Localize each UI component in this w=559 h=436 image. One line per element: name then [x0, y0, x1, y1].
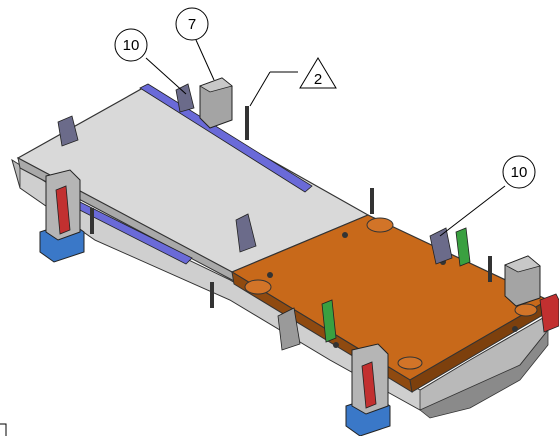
brackets: [57, 83, 453, 351]
hole: [366, 217, 394, 233]
pins: [90, 106, 492, 308]
callout-label: 10: [123, 37, 140, 54]
grey-blocks: [199, 77, 541, 307]
callout-7: 7: [175, 7, 215, 81]
callout-label: 10: [511, 164, 528, 181]
hole: [514, 303, 538, 317]
callout-label: 2: [314, 71, 322, 88]
callout-10-top: 10: [114, 28, 187, 95]
callout-label: 7: [188, 16, 196, 33]
callout-10-right: 10: [439, 155, 536, 237]
hole: [397, 356, 423, 370]
green-parts: [321, 227, 471, 343]
callout-2: 2: [249, 57, 337, 107]
corner-mark: [0, 423, 7, 436]
hole: [244, 279, 272, 295]
legs: [39, 169, 559, 436]
